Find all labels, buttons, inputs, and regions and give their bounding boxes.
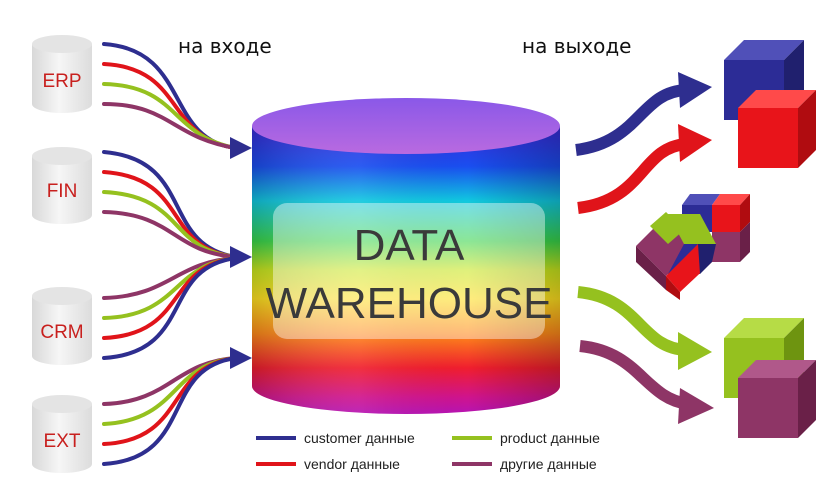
source-label-crm: CRM xyxy=(40,322,83,343)
output-header: на выходе xyxy=(522,34,631,58)
flow-ext-customer xyxy=(102,356,238,466)
source-erp: ERP xyxy=(32,35,92,113)
legend-label-customer: customer данные xyxy=(304,430,415,446)
source-label-ext: EXT xyxy=(44,431,81,452)
legend: customer данные vendor данные product да… xyxy=(256,430,600,472)
cube-other xyxy=(738,360,816,438)
output-arrowhead-product xyxy=(678,332,712,370)
warehouse-label-panel xyxy=(273,203,545,339)
output-flow-customer xyxy=(575,84,687,156)
output-arrowhead-vendor xyxy=(678,124,712,162)
legend-label-other: другие данные xyxy=(500,456,597,472)
flow-erp-other xyxy=(102,102,238,150)
source-fin: FIN xyxy=(32,147,92,224)
cube-vendor xyxy=(738,90,816,168)
warehouse-title-line2: WAREHOUSE xyxy=(266,279,553,328)
output-arrowhead-other xyxy=(678,388,714,424)
input-arrowhead-2 xyxy=(230,246,252,268)
output-flow-product xyxy=(577,286,687,356)
flow-crm-customer xyxy=(102,256,238,360)
source-label-fin: FIN xyxy=(47,181,78,202)
source-crm: CRM xyxy=(32,287,92,365)
source-label-erp: ERP xyxy=(42,71,81,92)
legend-label-product: product данные xyxy=(500,430,600,446)
output-flow-other xyxy=(579,340,690,410)
cube-cluster-mixed xyxy=(636,194,750,300)
source-ext: EXT xyxy=(32,395,92,473)
input-arrowhead-1 xyxy=(230,137,252,159)
output-flows xyxy=(575,84,690,410)
output-arrowhead-customer xyxy=(678,72,712,108)
flow-ext-product xyxy=(102,356,238,426)
input-header: на входе xyxy=(178,34,272,58)
input-flows xyxy=(102,42,238,466)
legend-label-vendor: vendor данные xyxy=(304,456,400,472)
flow-erp-product xyxy=(102,82,238,150)
flow-fin-product xyxy=(102,190,238,259)
input-arrowhead-3 xyxy=(230,347,252,369)
flow-fin-other xyxy=(102,210,238,259)
warehouse-title-line1: DATA xyxy=(354,221,465,270)
data-warehouse-cylinder: DATA WAREHOUSE xyxy=(252,98,560,414)
output-flow-vendor xyxy=(577,138,687,214)
